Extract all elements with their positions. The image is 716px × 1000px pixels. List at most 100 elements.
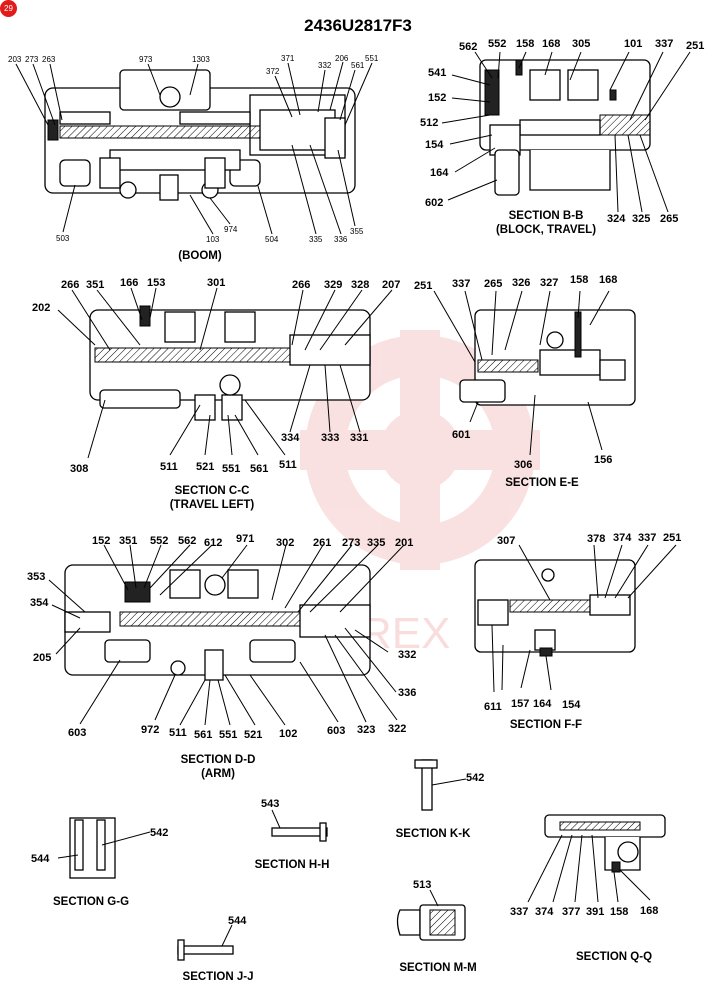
part-label: 152 <box>92 535 110 547</box>
dd-leaders <box>48 544 405 726</box>
part-label: 335 <box>309 235 323 244</box>
part-label: 158 <box>516 38 534 50</box>
part-label: 261 <box>313 537 331 549</box>
part-label: 374 <box>613 532 632 544</box>
part-label: 325 <box>632 213 650 225</box>
part-label: 206 <box>335 54 349 63</box>
part-label: 158 <box>610 906 628 918</box>
part-label: 391 <box>586 906 604 918</box>
caption-cc: SECTION C-C <box>175 485 250 497</box>
part-label: 513 <box>413 879 431 891</box>
ff-leaders <box>491 544 677 693</box>
caption-dd: SECTION D-D <box>181 754 256 766</box>
part-label: 333 <box>321 432 339 444</box>
dd-labels: 152 351 552 562 612 971 302 261 273 335 … <box>27 533 416 741</box>
part-label: 273 <box>25 55 39 64</box>
part-label: 102 <box>279 728 297 740</box>
part-label: 201 <box>395 537 413 549</box>
page-badge: 29 <box>0 0 17 17</box>
section-ff <box>474 559 636 657</box>
boom-labels: 203 273 263 973 1303 371 372 332 206 551… <box>8 54 379 244</box>
part-label: 331 <box>350 432 368 444</box>
section-hh <box>271 822 328 842</box>
part-label: 504 <box>265 235 279 244</box>
part-label: 322 <box>388 723 406 735</box>
part-label: 307 <box>497 535 515 547</box>
part-label: 327 <box>540 277 558 289</box>
part-label: 544 <box>31 853 50 865</box>
part-label: 611 <box>484 701 502 713</box>
caption-dd-sub: (ARM) <box>201 768 235 780</box>
bb-labels: 562 552 158 168 305 101 337 251 541 152 … <box>420 38 704 225</box>
part-label: 552 <box>150 535 168 547</box>
part-label: 154 <box>425 139 444 151</box>
part-label: 251 <box>663 532 681 544</box>
part-label: 202 <box>32 302 50 314</box>
part-label: 251 <box>414 280 432 292</box>
part-label: 541 <box>428 67 446 79</box>
part-label: 511 <box>160 461 178 473</box>
part-label: 334 <box>281 432 300 444</box>
caption-kk: SECTION K-K <box>396 828 471 840</box>
part-label: 337 <box>655 38 673 50</box>
part-label: 562 <box>459 41 477 53</box>
part-label: 306 <box>514 459 532 471</box>
drawing-number: 2436U2817F3 <box>304 16 412 35</box>
part-label: 265 <box>660 213 678 225</box>
part-label: 355 <box>350 227 364 236</box>
part-label: 372 <box>266 67 280 76</box>
part-label: 561 <box>194 729 212 741</box>
part-label: 603 <box>327 725 345 737</box>
caption-cc-sub: (TRAVEL LEFT) <box>170 499 255 511</box>
part-label: 103 <box>206 235 220 244</box>
section-qq <box>544 814 666 873</box>
part-label: 561 <box>250 463 268 475</box>
caption-mm: SECTION M-M <box>399 962 476 974</box>
part-label: 323 <box>357 724 375 736</box>
part-label: 511 <box>169 727 187 739</box>
part-label: 328 <box>351 279 369 291</box>
part-label: 152 <box>428 92 446 104</box>
part-label: 551 <box>222 463 240 475</box>
part-label: 305 <box>572 38 590 50</box>
part-label: 971 <box>236 533 254 545</box>
caption-bb: SECTION B-B <box>509 210 584 222</box>
ff-labels: 307 378 374 337 251 611 157 164 154 <box>484 532 681 713</box>
part-label: 164 <box>430 167 449 179</box>
section-cc <box>89 305 371 421</box>
caption-gg: SECTION G-G <box>53 896 129 908</box>
part-label: 542 <box>466 772 484 784</box>
part-label: 542 <box>150 827 168 839</box>
part-label: 377 <box>562 906 580 918</box>
part-label: 337 <box>452 278 470 290</box>
part-label: 153 <box>147 277 165 289</box>
part-label: 168 <box>599 274 617 286</box>
section-ee <box>459 309 636 406</box>
part-label: 207 <box>382 279 400 291</box>
caption-jj: SECTION J-J <box>183 971 254 983</box>
caption-ee: SECTION E-E <box>505 477 579 489</box>
part-label: 512 <box>420 117 438 129</box>
part-label: 543 <box>261 798 279 810</box>
section-bb <box>479 59 651 196</box>
part-label: 603 <box>68 727 86 739</box>
part-label: 329 <box>324 279 342 291</box>
section-dd <box>64 564 371 681</box>
part-label: 205 <box>33 652 51 664</box>
part-label: 351 <box>119 535 137 547</box>
part-label: 612 <box>204 537 222 549</box>
part-label: 503 <box>56 234 70 243</box>
cc-leaders <box>57 287 393 459</box>
watermark-logo <box>300 330 540 570</box>
part-label: 336 <box>398 687 416 699</box>
part-label: 324 <box>607 213 626 225</box>
part-label: 378 <box>587 533 605 545</box>
ee-labels: 251 337 265 326 327 158 168 601 306 156 <box>414 274 617 471</box>
part-label: 308 <box>70 463 88 475</box>
part-label: 351 <box>86 279 104 291</box>
part-label: 166 <box>120 277 138 289</box>
bb-leaders <box>441 51 691 213</box>
part-label: 168 <box>640 905 658 917</box>
part-label: 354 <box>30 597 49 609</box>
